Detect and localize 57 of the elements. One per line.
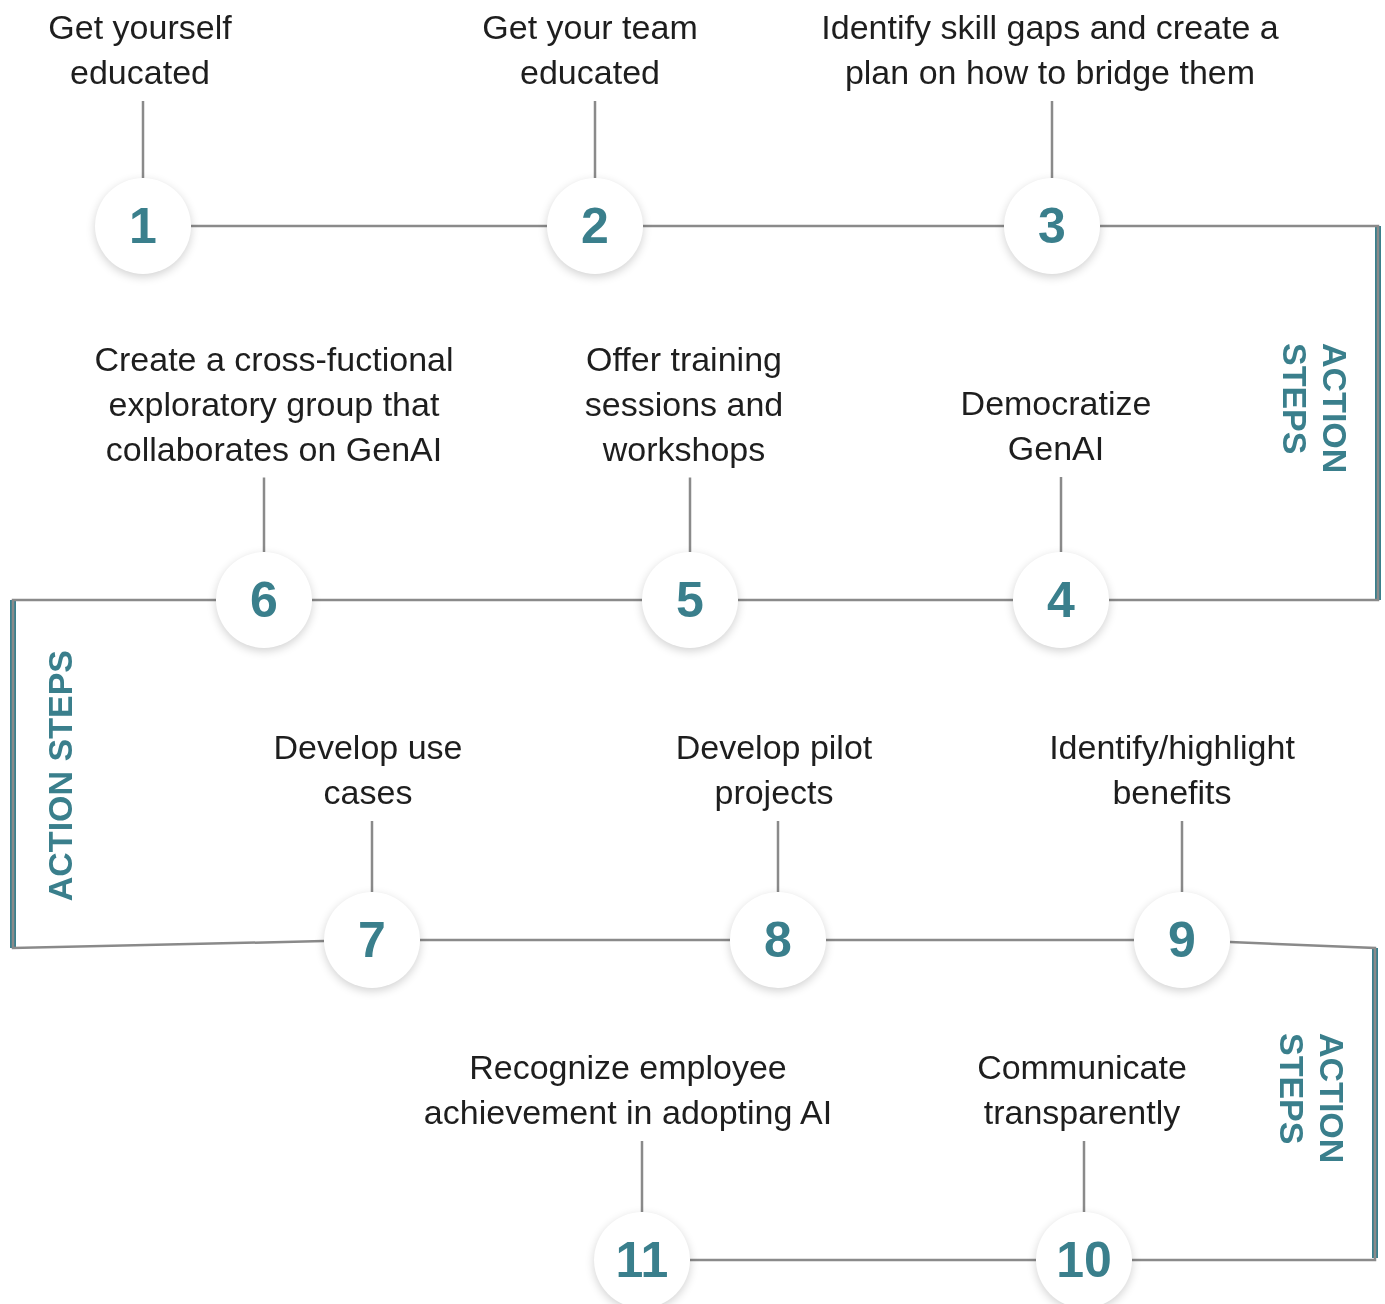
- leader-line: [1082, 1141, 1086, 1212]
- step-number: 3: [1038, 201, 1066, 251]
- section-label: ACTION STEPS: [1272, 1033, 1352, 1166]
- connector-line: [1132, 940, 1377, 1262]
- step-description: Identify skill gaps and create a plan on how to bridge them: [802, 5, 1298, 95]
- step-description: Develop use cases: [253, 725, 483, 815]
- step-number: 4: [1047, 575, 1075, 625]
- section-label: ACTION STEPS: [1275, 343, 1355, 476]
- step-description: Democratize GenAI: [936, 381, 1176, 471]
- section-label: ACTION STEPS: [40, 650, 80, 902]
- leader-line: [1050, 101, 1054, 178]
- connector-line: [11, 598, 325, 950]
- step-description: Recognize employee achievement in adopting AI: [393, 1045, 863, 1135]
- step-description: Get your team educated: [460, 5, 720, 95]
- step-circle: [1134, 892, 1230, 988]
- connector-line: [826, 938, 1134, 942]
- step-number: 8: [764, 915, 792, 965]
- leader-line: [141, 101, 145, 178]
- step-number: 9: [1168, 915, 1196, 965]
- connector-line: [643, 224, 1004, 228]
- step-description: Create a cross-fuctional exploratory group that collaborates on GenAI: [69, 336, 479, 472]
- leader-line: [776, 821, 780, 892]
- step-number: 10: [1056, 1235, 1112, 1285]
- step-number: 5: [676, 575, 704, 625]
- step-number: 1: [129, 201, 157, 251]
- leader-line: [370, 821, 374, 892]
- leader-line: [640, 1141, 644, 1212]
- step-circle: [730, 892, 826, 988]
- leader-line: [688, 477, 692, 552]
- connector-line: [738, 598, 1013, 602]
- step-description: Offer training sessions and workshops: [564, 336, 804, 472]
- step-number: 7: [358, 915, 386, 965]
- step-description: Communicate transparently: [957, 1045, 1207, 1135]
- leader-line: [262, 477, 266, 552]
- step-number: 6: [250, 575, 278, 625]
- step-circle: [95, 178, 191, 274]
- step-circle: [1036, 1212, 1132, 1304]
- step-circle: [216, 552, 312, 648]
- step-circle: [324, 892, 420, 988]
- step-description: Develop pilot projects: [654, 725, 894, 815]
- connector-line: [1100, 224, 1380, 602]
- connector-line: [690, 1258, 1036, 1262]
- connector-line: [191, 224, 547, 228]
- step-description: Get yourself educated: [25, 5, 255, 95]
- leader-line: [1059, 477, 1063, 552]
- connector-line: [312, 598, 642, 602]
- leader-line: [593, 101, 597, 178]
- step-circle: [642, 552, 738, 648]
- step-circle: [1013, 552, 1109, 648]
- connector-line: [420, 938, 730, 942]
- leader-line: [1180, 821, 1184, 892]
- step-circle: [547, 178, 643, 274]
- step-circle: [594, 1212, 690, 1304]
- step-description: Identify/highlight benefits: [1027, 725, 1317, 815]
- step-number: 11: [615, 1235, 669, 1285]
- step-circle: [1004, 178, 1100, 274]
- step-number: 2: [581, 201, 609, 251]
